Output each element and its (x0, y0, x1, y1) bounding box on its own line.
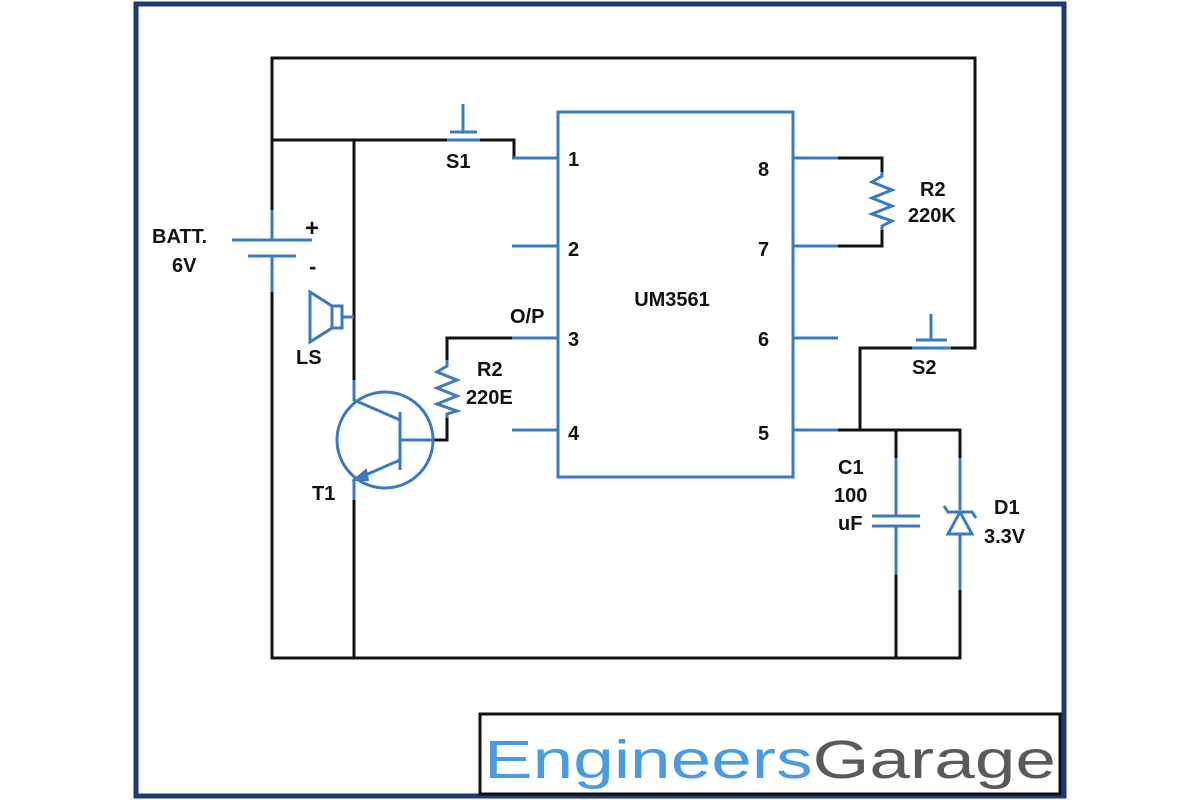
wire-s1-pin1 (478, 138, 516, 160)
switch-s1: S1 (446, 104, 480, 173)
ic-pin-8-number: 8 (758, 159, 769, 181)
ic-um3561: UM3561 O/P 1 2 3 4 5 6 7 8 (510, 110, 838, 479)
ic-pin-2-number: 2 (568, 239, 579, 261)
resistor-output: R2 220E (432, 359, 513, 418)
diode-value: 3.3V (984, 526, 1026, 548)
wire-top-loop (270, 56, 977, 350)
ic-pin-4-number: 4 (568, 423, 580, 445)
speaker-label: LS (296, 347, 322, 369)
resistor-timing-label: R2 (920, 179, 946, 201)
capacitor-value: 100 (834, 485, 867, 507)
resistor-timing-zigzag (867, 172, 897, 230)
ic-pin-7-number: 7 (758, 239, 769, 261)
wire-resistor-base (430, 416, 449, 442)
battery-voltage: 6V (172, 255, 197, 277)
wiring (270, 56, 977, 660)
battery-label: BATT. (152, 226, 207, 248)
switch-s2: S2 (912, 314, 951, 379)
ic-output-label: O/P (510, 306, 544, 328)
wire-s2-pin5 (858, 346, 914, 432)
ic-body (556, 110, 795, 479)
transistor-arrow (351, 468, 370, 481)
diode-zener-bar (942, 505, 978, 519)
ic-name: UM3561 (634, 289, 710, 311)
transistor-icon: T1 (312, 380, 435, 505)
ic-pin-1-number: 1 (568, 149, 579, 171)
capacitor-label: C1 (838, 457, 864, 479)
zener-diode-d1: D1 3.3V (942, 458, 1026, 590)
battery-symbol: BATT. 6V + - (152, 210, 319, 292)
ic-pin-3-number: 3 (568, 329, 579, 351)
diagram-frame (133, 1, 1067, 799)
logo-box (478, 712, 1062, 796)
diode-triangle (945, 508, 975, 536)
switch-s2-label: S2 (912, 357, 936, 379)
wire-pin8-r2 (834, 156, 884, 174)
ic-pin-6-number: 6 (758, 329, 769, 351)
resistor-timing-value: 220K (908, 205, 956, 227)
capacitor-c1: C1 100 uF (834, 457, 920, 575)
transistor-collector (352, 380, 401, 422)
resistor-output-label: R2 (477, 359, 503, 381)
wire-r2-pin7 (834, 228, 884, 248)
switch-s1-label: S1 (446, 151, 470, 173)
transistor-label: T1 (312, 483, 335, 505)
speaker-cone (308, 289, 334, 345)
wire-pin3-resistor (445, 336, 514, 362)
resistor-output-zigzag (432, 360, 462, 418)
diode-label: D1 (994, 497, 1020, 519)
capacitor-unit: uF (838, 513, 862, 535)
transistor-circle (335, 390, 435, 490)
logo-part-garage: Garage (813, 730, 1056, 790)
speaker-icon: LS (296, 289, 354, 369)
logo-part-engineers: Engineers (484, 730, 813, 790)
battery-plus: + (305, 215, 319, 242)
resistor-output-value: 220E (466, 387, 513, 409)
ic-pin-5-number: 5 (758, 423, 769, 445)
battery-minus: - (309, 254, 316, 279)
resistor-timing: R2 220K (867, 172, 956, 230)
